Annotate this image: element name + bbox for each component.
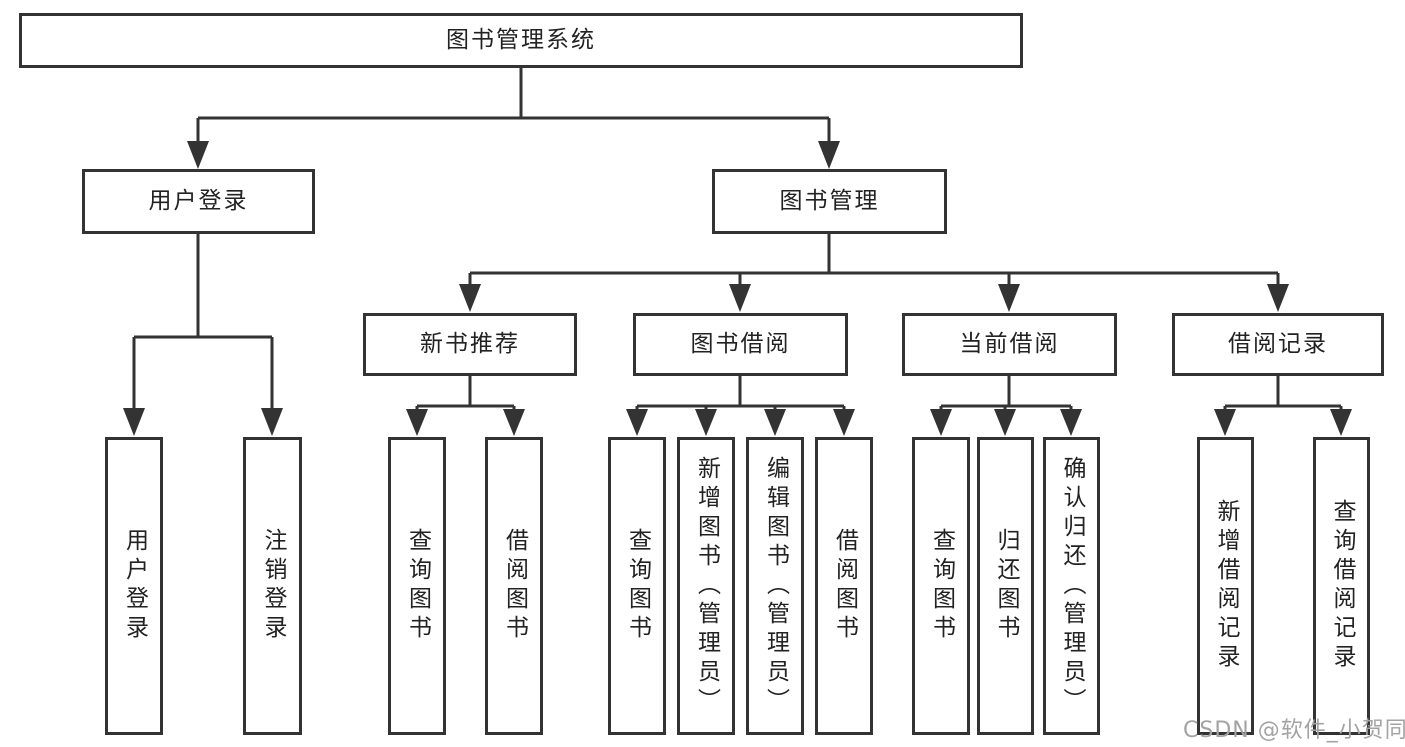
node-label: 查询借阅记录 (1329, 499, 1355, 673)
node-label: 归还图书 (993, 528, 1019, 644)
arrowhead-icon (994, 409, 1016, 436)
connector-current-borrowing (939, 376, 1073, 411)
node-label: 借阅记录 (1228, 331, 1328, 357)
arrowhead-icon (503, 409, 525, 436)
connector-borrowing-records (1223, 376, 1343, 411)
node-label: 新增图书（管理员） (693, 455, 720, 717)
node-new-book-recommendation: 新书推荐 (363, 313, 577, 376)
connector-book-borrowing (635, 376, 846, 411)
node-label: 新增借阅记录 (1213, 499, 1239, 673)
node-current-borrowing: 当前借阅 (902, 313, 1117, 376)
node-label: 查询图书 (404, 528, 431, 644)
leaf-current-confirm-return-admin: 确认归还（管理员） (1043, 437, 1100, 735)
node-user-login: 用户登录 (82, 169, 315, 234)
node-label: 注销登录 (260, 528, 286, 644)
node-label: 查询图书 (928, 528, 955, 644)
node-label: 图书管理 (779, 188, 880, 214)
leaf-records-query-borrow-record: 查询借阅记录 (1313, 437, 1370, 735)
leaf-user-login: 用户登录 (105, 437, 163, 735)
arrowhead-icon (930, 409, 952, 436)
node-borrowing-records: 借阅记录 (1172, 313, 1384, 376)
node-label: 确认归还（管理员） (1059, 455, 1085, 717)
connector-user-login (132, 234, 274, 410)
node-root-system: 图书管理系统 (19, 13, 1023, 68)
arrowhead-icon (818, 141, 840, 169)
arrowhead-icon (1060, 409, 1082, 436)
node-label: 当前借阅 (959, 331, 1060, 357)
arrowhead-icon (695, 409, 717, 436)
leaf-logout: 注销登录 (243, 437, 302, 735)
arrowhead-icon (1330, 409, 1352, 436)
csdn-watermark: CSDN @软件_小贺同学 (1183, 718, 1405, 743)
arrowhead-icon (764, 409, 786, 436)
connector-book-management (468, 234, 1280, 286)
arrowhead-icon (261, 408, 283, 436)
leaf-records-add-borrow-record: 新增借阅记录 (1197, 437, 1254, 735)
node-label: 用户登录 (121, 528, 148, 644)
node-label: 编辑图书（管理员） (762, 455, 789, 717)
leaf-current-query-books: 查询图书 (912, 437, 970, 735)
arrowhead-icon (833, 409, 855, 436)
leaf-current-return-books: 归还图书 (977, 437, 1034, 735)
arrowhead-icon (1214, 409, 1236, 436)
leaf-recommend-query-books: 查询图书 (388, 437, 446, 735)
arrowhead-icon (459, 284, 481, 312)
arrowhead-icon (123, 408, 145, 436)
arrowhead-icon (1267, 284, 1289, 312)
node-label: 查询图书 (624, 528, 651, 644)
node-book-borrowing: 图书借阅 (633, 313, 848, 376)
leaf-borrowing-edit-books-admin: 编辑图书（管理员） (746, 437, 804, 735)
arrowhead-icon (406, 409, 428, 436)
leaf-borrowing-add-books-admin: 新增图书（管理员） (677, 437, 735, 735)
node-book-management: 图书管理 (712, 169, 947, 234)
node-label: 用户登录 (148, 188, 249, 214)
leaf-recommend-borrow-books: 借阅图书 (485, 437, 543, 735)
arrowhead-icon (729, 284, 751, 312)
arrowhead-icon (998, 284, 1020, 312)
node-label: 新书推荐 (420, 331, 520, 357)
leaf-borrowing-query-books: 查询图书 (608, 437, 666, 735)
connector-root (196, 68, 831, 143)
node-label: 图书借阅 (690, 331, 791, 357)
arrowhead-icon (187, 141, 209, 169)
arrowhead-icon (626, 409, 648, 436)
connector-new-book-recommendation (415, 376, 516, 411)
node-label: 图书管理系统 (446, 27, 596, 53)
node-label: 借阅图书 (501, 528, 528, 644)
node-label: 借阅图书 (831, 528, 858, 644)
leaf-borrowing-borrow-books: 借阅图书 (815, 437, 873, 735)
